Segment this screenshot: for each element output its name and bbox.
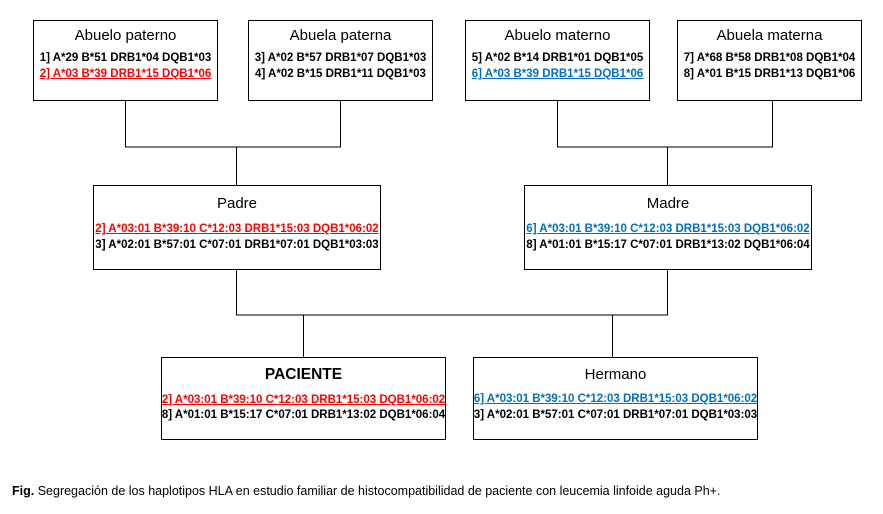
node-abuela-materna: Abuela materna 7] A*68 B*58 DRB1*08 DQB1… [677,20,862,101]
haplotype-row: 1] A*29 B*51 DRB1*04 DQB1*03 [39,52,212,64]
haplotype-row: 8] A*01:01 B*15:17 C*07:01 DRB1*13:02 DQ… [526,238,810,251]
haplotype-list: 2] A*03:01 B*39:10 C*12:03 DRB1*15:03 DQ… [162,393,445,425]
haplotype-row: 5] A*02 B*14 DRB1*01 DQB1*05 [471,52,644,64]
haplotype-list: 6] A*03:01 B*39:10 C*12:03 DRB1*15:03 DQ… [525,222,811,254]
node-title: Abuela materna [716,27,823,44]
figure-caption: Fig. Segregación de los haplotipos HLA e… [12,483,872,499]
node-padre: Padre 2] A*03:01 B*39:10 C*12:03 DRB1*15… [93,185,381,270]
node-madre: Madre 6] A*03:01 B*39:10 C*12:03 DRB1*15… [524,185,812,270]
haplotype-row: 6] A*03:01 B*39:10 C*12:03 DRB1*15:03 DQ… [473,393,758,405]
node-title: Abuelo materno [504,27,611,44]
haplotype-row: 3] A*02 B*57 DRB1*07 DQB1*03 [254,52,427,64]
haplotype-list: 6] A*03:01 B*39:10 C*12:03 DRB1*15:03 DQ… [474,392,757,424]
haplotype-list: 2] A*03:01 B*39:10 C*12:03 DRB1*15:03 DQ… [94,222,380,254]
haplotype-row: 6] A*03 B*39 DRB1*15 DQB1*06 [471,67,644,80]
haplotype-row: 6] A*03:01 B*39:10 C*12:03 DRB1*15:03 DQ… [526,223,810,235]
node-title: PACIENTE [264,366,343,383]
haplotype-list: 5] A*02 B*14 DRB1*01 DQB1*05 6] A*03 B*3… [466,51,649,83]
node-abuelo-materno: Abuelo materno 5] A*02 B*14 DRB1*01 DQB1… [465,20,650,101]
haplotype-list: 1] A*29 B*51 DRB1*04 DQB1*03 2] A*03 B*3… [34,51,217,83]
node-title: Abuelo paterno [74,27,177,44]
node-title: Padre [216,195,258,212]
haplotype-row: 4] A*02 B*15 DRB1*11 DQB1*03 [255,67,426,80]
node-abuela-paterna: Abuela paterna 3] A*02 B*57 DRB1*07 DQB1… [248,20,433,101]
caption-text: Segregación de los haplotipos HLA en est… [37,484,721,498]
haplotype-row: 8] A*01 B*15 DRB1*13 DQB1*06 [683,67,856,80]
caption-prefix: Fig. [12,484,35,498]
haplotype-row: 3] A*02:01 B*57:01 C*07:01 DRB1*07:01 DQ… [473,408,758,421]
haplotype-row: 3] A*02:01 B*57:01 C*07:01 DRB1*07:01 DQ… [95,238,379,251]
node-paciente: PACIENTE 2] A*03:01 B*39:10 C*12:03 DRB1… [161,357,446,440]
haplotype-row: 2] A*03 B*39 DRB1*15 DQB1*06 [39,67,212,80]
node-title: Abuela paterna [289,27,392,44]
haplotype-row: 7] A*68 B*58 DRB1*08 DQB1*04 [683,52,856,64]
node-title: Madre [646,195,690,212]
haplotype-row: 2] A*03:01 B*39:10 C*12:03 DRB1*15:03 DQ… [161,393,446,406]
haplotype-row: 2] A*03:01 B*39:10 C*12:03 DRB1*15:03 DQ… [95,223,379,235]
node-title: Hermano [584,366,647,383]
haplotype-list: 7] A*68 B*58 DRB1*08 DQB1*04 8] A*01 B*1… [678,51,861,83]
node-hermano: Hermano 6] A*03:01 B*39:10 C*12:03 DRB1*… [473,357,758,440]
haplotype-list: 3] A*02 B*57 DRB1*07 DQB1*03 4] A*02 B*1… [249,51,432,83]
node-abuelo-paterno: Abuelo paterno 1] A*29 B*51 DRB1*04 DQB1… [33,20,218,101]
haplotype-row: 8] A*01:01 B*15:17 C*07:01 DRB1*13:02 DQ… [161,409,446,422]
